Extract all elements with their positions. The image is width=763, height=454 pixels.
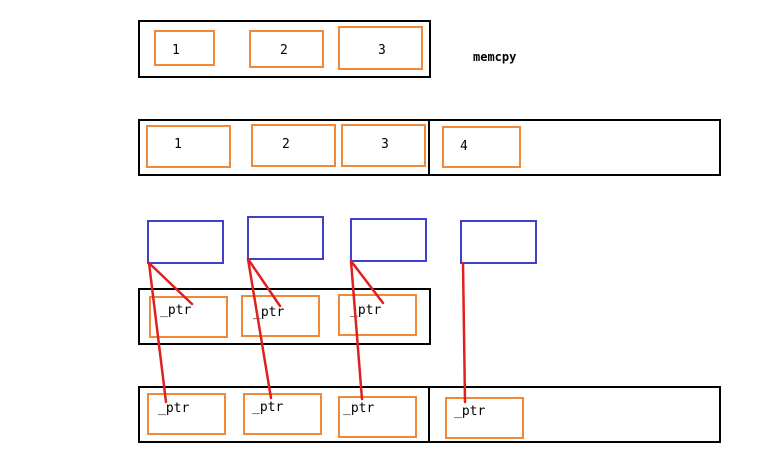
pointer-line: [349, 259, 385, 305]
element-label: 4: [460, 139, 468, 154]
element-label: 3: [378, 43, 386, 58]
element-box: [146, 125, 231, 168]
ptr-element-box: [338, 396, 417, 438]
ptr-element-box: [147, 393, 226, 435]
element-box: [442, 126, 521, 168]
pointer-line: [147, 261, 168, 404]
element-label: 2: [282, 137, 290, 152]
ptr-label: _ptr: [158, 401, 189, 416]
ptr-label: _ptr: [253, 305, 284, 320]
ptr-label: _ptr: [350, 303, 381, 318]
pointee-block: [460, 220, 537, 264]
element-box: [154, 30, 215, 66]
pointer-line: [349, 259, 364, 401]
element-label: 1: [172, 43, 180, 58]
ptr-label: _ptr: [343, 401, 374, 416]
ptr-element-box: [149, 296, 228, 338]
pointer-line: [461, 261, 467, 404]
element-label: 2: [280, 43, 288, 58]
element-box: [338, 26, 423, 70]
pointee-block: [350, 218, 427, 262]
pointer-line: [246, 257, 273, 400]
ptr-element-box: [243, 393, 322, 435]
pointee-block: [147, 220, 224, 264]
ptr-element-box: [445, 397, 524, 439]
element-box: [249, 30, 324, 68]
ptr-label: _ptr: [454, 404, 485, 419]
element-label: 1: [174, 137, 182, 152]
ptr-label: _ptr: [160, 303, 191, 318]
ptr-label: _ptr: [252, 400, 283, 415]
element-box: [341, 124, 426, 167]
element-box: [251, 124, 336, 167]
element-label: 3: [381, 137, 389, 152]
container-original: [138, 20, 431, 78]
pointer-line: [246, 257, 282, 308]
pointer-line: [147, 261, 194, 306]
pointee-block: [247, 216, 324, 260]
ptr-element-box: [241, 295, 320, 337]
operation-caption: memcpy: [473, 50, 516, 64]
container-original-ptr: [138, 288, 431, 345]
